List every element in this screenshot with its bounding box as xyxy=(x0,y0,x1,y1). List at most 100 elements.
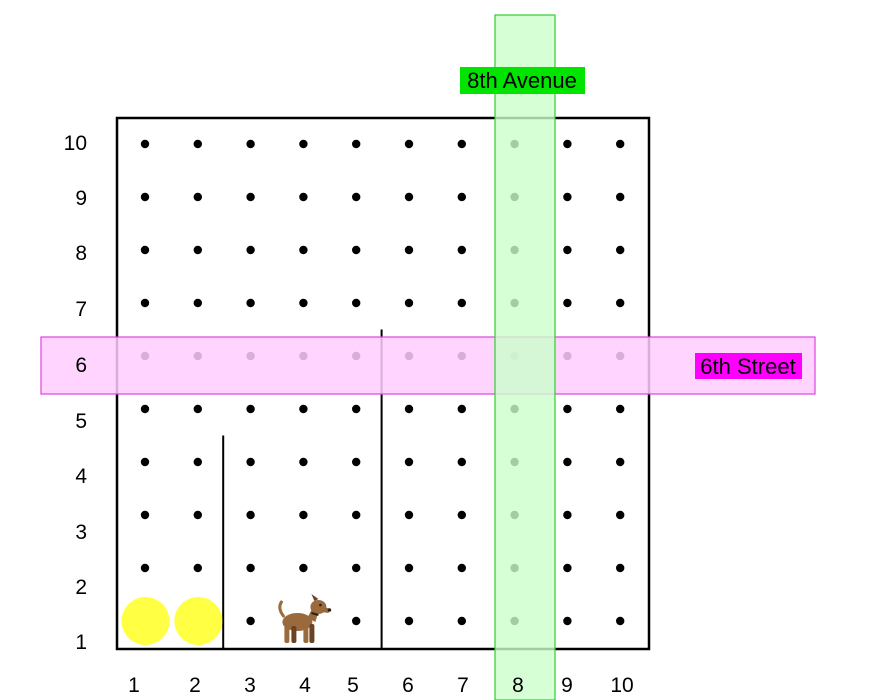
grid-dot xyxy=(140,298,150,308)
column-label: 2 xyxy=(189,674,201,697)
grid-dot xyxy=(457,139,466,149)
grid-dot xyxy=(299,404,308,414)
street-tag-background xyxy=(695,353,802,379)
grid-dots xyxy=(140,139,625,626)
grid-dot xyxy=(140,457,150,467)
column-label: 4 xyxy=(299,674,311,697)
grid-dot xyxy=(616,510,625,520)
grid-dot xyxy=(616,616,625,626)
grid-dot xyxy=(352,457,361,467)
row-label: 2 xyxy=(75,576,87,599)
grid-dot xyxy=(616,245,625,255)
grid-dot xyxy=(352,404,361,414)
grid-dot xyxy=(616,404,625,414)
column-label: 10 xyxy=(610,674,633,697)
grid-dot xyxy=(563,404,572,414)
grid-dot xyxy=(352,245,361,255)
column-label: 9 xyxy=(561,674,573,697)
row-label: 4 xyxy=(75,465,87,488)
row-labels: 1 2 3 4 5 6 7 8 9 10 xyxy=(64,132,88,654)
grid-dot xyxy=(404,139,414,149)
avenue-tag-background xyxy=(460,67,585,94)
grid-dot xyxy=(246,298,255,308)
grid-dot xyxy=(563,457,572,467)
grid-dot xyxy=(299,139,308,149)
grid-dot xyxy=(616,139,625,149)
grid-dot xyxy=(616,563,625,573)
street-band xyxy=(40,336,816,395)
row-label: 8 xyxy=(75,242,87,265)
grid-dot xyxy=(563,616,572,626)
grid-dot xyxy=(246,404,255,414)
grid-dot xyxy=(457,616,466,626)
grid-dot xyxy=(299,245,308,255)
grid-dot xyxy=(299,192,308,202)
street-label: 6th Street xyxy=(700,354,795,379)
grid-dot xyxy=(404,563,414,573)
row-label: 5 xyxy=(75,410,87,433)
grid-dot xyxy=(140,139,150,149)
column-label: 8 xyxy=(512,674,524,697)
grid-dot xyxy=(352,192,361,202)
grid-dot xyxy=(457,192,466,202)
yellow-ball xyxy=(121,597,170,645)
grid-dot xyxy=(457,404,466,414)
row-label: 10 xyxy=(64,132,87,155)
grid-dot xyxy=(193,404,202,414)
grid-dot xyxy=(457,245,466,255)
grid-dot xyxy=(404,510,414,520)
grid-dot xyxy=(246,563,255,573)
grid-dot xyxy=(299,510,308,520)
grid-dot xyxy=(246,192,255,202)
grid-dot xyxy=(404,192,414,202)
grid-dot xyxy=(246,510,255,520)
grid-dot xyxy=(457,298,466,308)
grid-dot xyxy=(563,510,572,520)
grid-dot xyxy=(352,616,361,626)
grid-dot xyxy=(140,563,150,573)
grid-dot xyxy=(299,457,308,467)
grid-dot xyxy=(246,616,255,626)
grid-dot xyxy=(457,563,466,573)
grid-dot xyxy=(404,616,414,626)
grid-dot xyxy=(352,139,361,149)
grid-dot xyxy=(457,457,466,467)
row-label: 6 xyxy=(75,354,87,377)
grid-dot xyxy=(246,457,255,467)
grid-dot xyxy=(299,298,308,308)
grid-dot xyxy=(563,192,572,202)
grid-dot xyxy=(616,298,625,308)
row-label: 3 xyxy=(75,521,87,544)
grid-dot xyxy=(299,563,308,573)
grid-dot xyxy=(193,192,202,202)
grid-dot xyxy=(563,298,572,308)
grid-dot xyxy=(193,563,202,573)
avenue-label: 8th Avenue xyxy=(467,68,577,93)
row-label: 9 xyxy=(75,187,87,210)
grid-dot xyxy=(616,192,625,202)
grid-dot xyxy=(404,298,414,308)
grid-dot xyxy=(193,510,202,520)
avenue-band xyxy=(494,14,556,700)
row-label: 7 xyxy=(75,298,87,321)
grid-dot xyxy=(352,298,361,308)
column-label: 7 xyxy=(457,674,469,697)
row-label: 1 xyxy=(75,631,87,654)
grid-dot xyxy=(616,457,625,467)
grid-dot xyxy=(352,563,361,573)
grid-dot xyxy=(193,457,202,467)
grid-dot xyxy=(457,510,466,520)
grid-dot xyxy=(193,298,202,308)
column-label: 6 xyxy=(402,674,414,697)
grid-dot xyxy=(140,192,150,202)
grid-dot xyxy=(563,245,572,255)
grid-dot xyxy=(404,245,414,255)
grid-dot xyxy=(404,404,414,414)
grid-dot xyxy=(563,563,572,573)
grid-dot xyxy=(193,245,202,255)
grid-dot xyxy=(246,139,255,149)
yellow-ball xyxy=(174,597,223,645)
grid-dot xyxy=(404,457,414,467)
